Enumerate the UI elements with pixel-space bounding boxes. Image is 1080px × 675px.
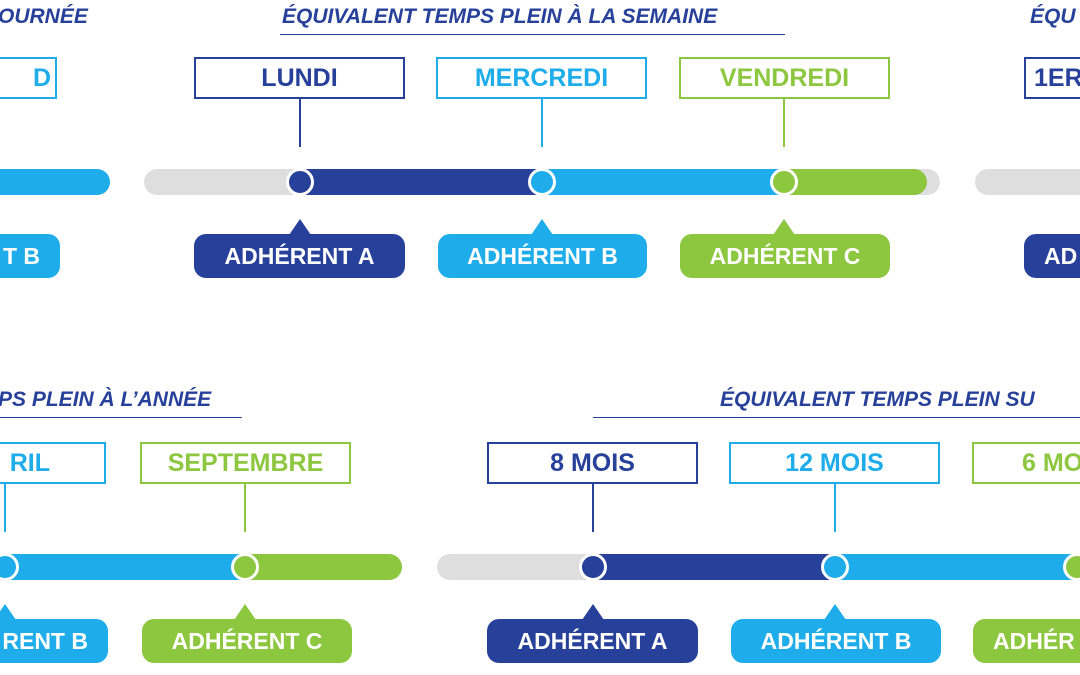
marker-septembre: SEPTEMBRE — [140, 442, 351, 484]
pointer-period-member-b — [824, 604, 846, 620]
marker-lundi: LUNDI — [194, 57, 405, 99]
connector-lundi — [299, 99, 301, 147]
knob-8-mois — [579, 553, 607, 581]
connector-avril — [4, 484, 6, 532]
week-title-underline — [280, 34, 785, 35]
pointer-member-b — [531, 219, 553, 235]
year-segment-b — [0, 554, 245, 580]
marker-8-mois: 8 MOIS — [487, 442, 698, 484]
period-title-underline — [593, 417, 1080, 418]
top-right-title: ÉQU — [1030, 5, 1076, 28]
marker-avril-cut: RIL — [0, 442, 106, 484]
marker-vendredi: VENDREDI — [679, 57, 890, 99]
top-left-track — [0, 169, 110, 195]
period-member-c-label: ADHÉR — [973, 619, 1080, 663]
connector-8-mois — [592, 484, 594, 532]
week-segment-c — [784, 169, 927, 195]
top-left-marker-box: D — [0, 57, 57, 99]
connector-mercredi — [541, 99, 543, 147]
knob-septembre — [231, 553, 259, 581]
connector-12-mois — [834, 484, 836, 532]
top-right-track — [975, 169, 1080, 195]
year-member-c-label: ADHÉRENT C — [142, 619, 352, 663]
week-member-c-label: ADHÉRENT C — [680, 234, 890, 278]
connector-vendredi — [783, 99, 785, 147]
year-segment-c — [245, 554, 402, 580]
week-segment-a — [300, 169, 542, 195]
week-title: ÉQUIVALENT TEMPS PLEIN À LA SEMAINE — [282, 5, 718, 28]
pointer-member-c — [773, 219, 795, 235]
pointer-period-member-a — [582, 604, 604, 620]
top-right-member-label: AD — [1024, 234, 1080, 278]
period-title: ÉQUIVALENT TEMPS PLEIN SU — [720, 388, 1035, 411]
knob-lundi — [286, 168, 314, 196]
period-member-b-label: ADHÉRENT B — [731, 619, 941, 663]
year-title-underline — [0, 417, 242, 418]
knob-12-mois — [821, 553, 849, 581]
year-title: PS PLEIN À L’ANNÉE — [0, 388, 212, 411]
period-member-a-label: ADHÉRENT A — [487, 619, 698, 663]
year-member-b-label: RENT B — [0, 619, 108, 663]
pointer-year-member-b — [0, 604, 16, 620]
top-left-title: OURNÉE — [0, 5, 88, 28]
knob-mercredi — [528, 168, 556, 196]
week-member-a-label: ADHÉRENT A — [194, 234, 405, 278]
week-member-b-label: ADHÉRENT B — [438, 234, 647, 278]
knob-6-mois — [1063, 553, 1080, 581]
marker-mercredi: MERCREDI — [436, 57, 647, 99]
knob-avril — [0, 553, 19, 581]
top-right-marker-box: 1ER — [1024, 57, 1080, 99]
pointer-year-member-c — [234, 604, 256, 620]
knob-vendredi — [770, 168, 798, 196]
marker-6-mois-cut: 6 MO — [972, 442, 1080, 484]
period-segment-a — [593, 554, 835, 580]
connector-septembre — [244, 484, 246, 532]
marker-12-mois: 12 MOIS — [729, 442, 940, 484]
week-segment-b — [542, 169, 784, 195]
pointer-member-a — [289, 219, 311, 235]
top-left-member-b-label: T B — [0, 234, 60, 278]
period-segment-b — [835, 554, 1080, 580]
